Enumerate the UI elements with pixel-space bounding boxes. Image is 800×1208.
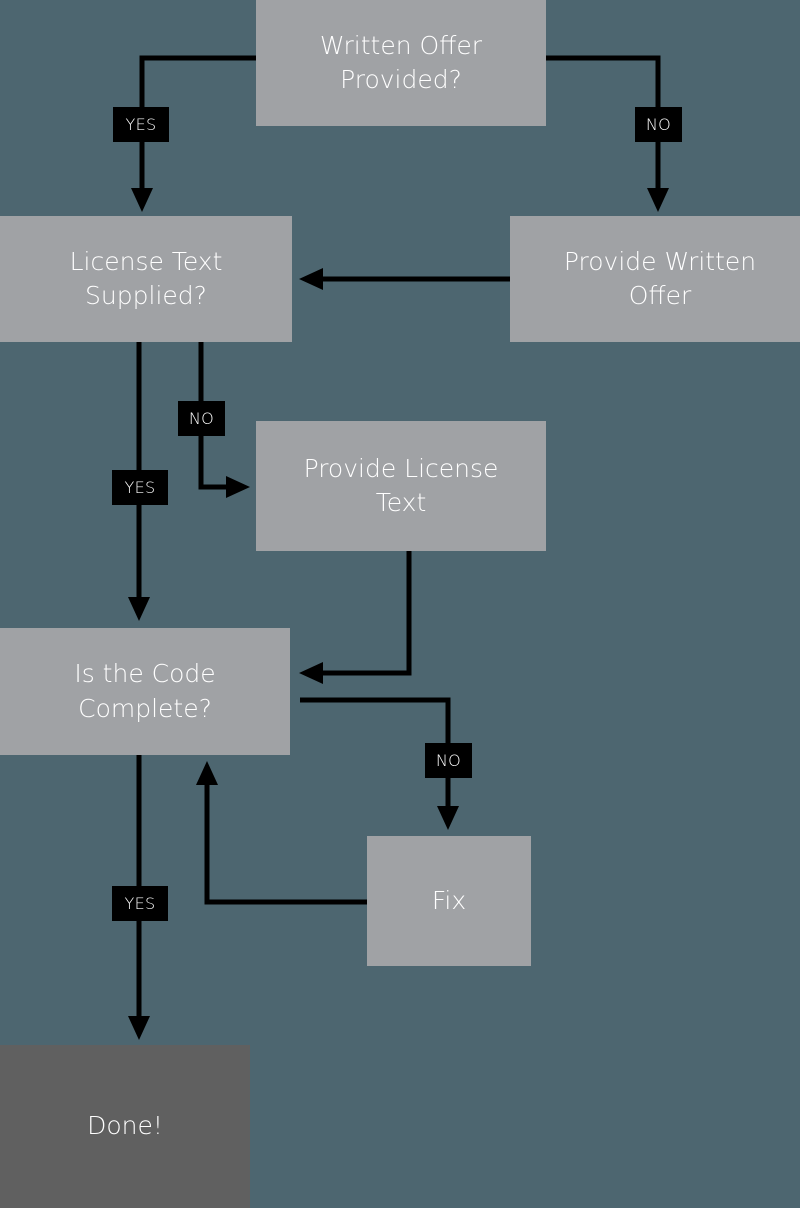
edge-label-yes-written-offer: YES — [113, 107, 169, 142]
edge-label-no-written-offer: NO — [635, 107, 682, 142]
node-label: License Text Supplied? — [69, 246, 223, 311]
edge-license-text-to-code — [299, 551, 412, 684]
node-license-text-supplied[interactable]: License Text Supplied? — [0, 216, 292, 342]
edge-label-yes-license-text: YES — [112, 470, 168, 505]
arrowhead — [128, 1016, 150, 1040]
node-label: Fix — [431, 885, 467, 915]
arrowhead — [437, 806, 459, 830]
edge-label-yes-code-complete: YES — [112, 886, 168, 921]
node-provide-license-text[interactable]: Provide License Text — [256, 421, 546, 551]
node-is-the-code-complete[interactable]: Is the Code Complete? — [0, 628, 290, 755]
node-done[interactable]: Done! — [0, 1045, 250, 1208]
node-written-offer-provided[interactable]: Written Offer Provided? — [256, 0, 546, 126]
arrowhead — [647, 188, 669, 212]
arrowhead — [299, 662, 323, 684]
node-label: Done! — [87, 1111, 163, 1141]
arrowhead — [128, 597, 150, 621]
edge-offer-to-license — [299, 268, 510, 290]
node-provide-written-offer[interactable]: Provide Written Offer — [510, 216, 800, 342]
node-label: Provide License Text — [303, 453, 499, 518]
arrowhead — [131, 188, 153, 212]
edge-label-no-code-complete: NO — [425, 743, 472, 778]
node-fix[interactable]: Fix — [367, 836, 531, 966]
node-label: Is the Code Complete? — [74, 659, 216, 723]
arrowhead — [226, 476, 250, 498]
edge-fix-back — [196, 761, 367, 905]
node-label: Provide Written Offer — [563, 246, 757, 311]
node-label: Written Offer Provided? — [319, 30, 483, 95]
arrowhead — [196, 761, 218, 785]
arrowhead — [299, 268, 323, 290]
edge-label-no-license-text: NO — [178, 401, 225, 436]
